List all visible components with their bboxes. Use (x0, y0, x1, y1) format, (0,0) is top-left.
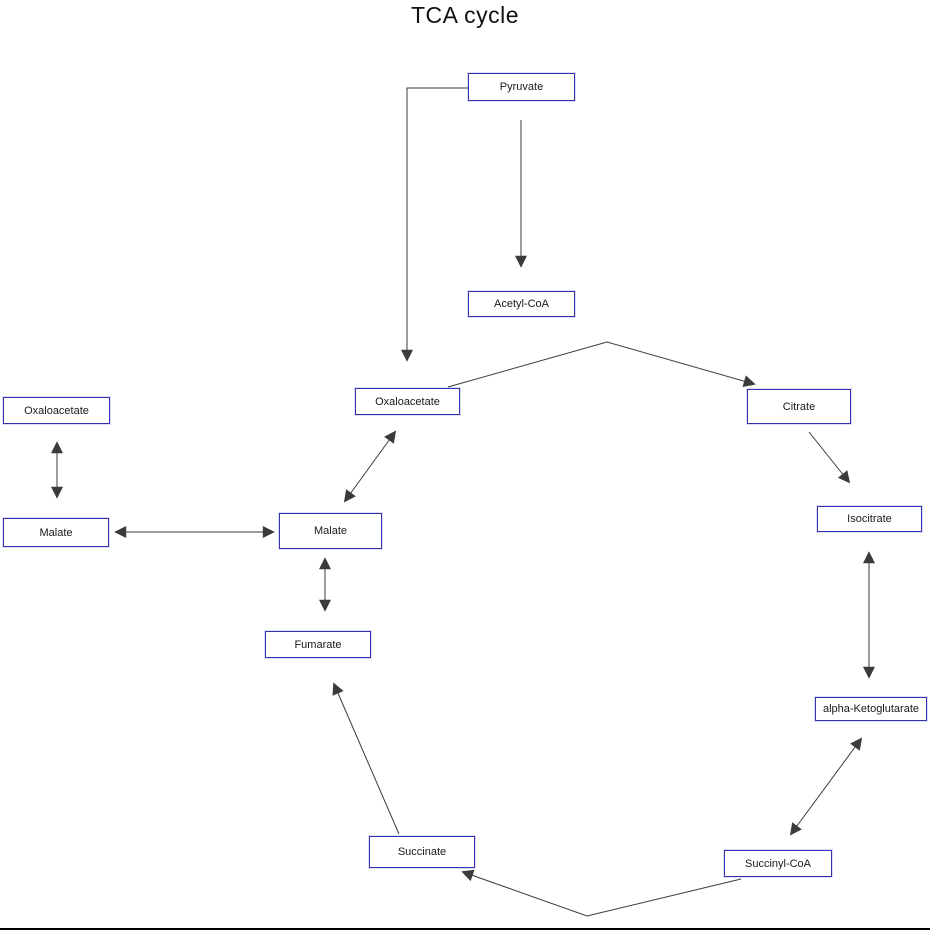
node-succinyl-coa: Succinyl-CoA (724, 850, 832, 877)
edge-succinate-fumarate (332, 682, 400, 835)
node-label: Acetyl-CoA (493, 298, 550, 310)
node-succinate: Succinate (369, 836, 475, 868)
node-label: Succinate (397, 846, 447, 858)
node-label: Malate (313, 525, 348, 537)
node-fumarate: Fumarate (265, 631, 371, 658)
node-label: Citrate (782, 400, 816, 413)
node-pyruvate: Pyruvate (468, 73, 575, 101)
node-label: Malate (39, 526, 73, 539)
node-label: Pyruvate (499, 81, 544, 93)
node-citrate: Citrate (747, 389, 851, 424)
node-isocitrate: Isocitrate (817, 506, 922, 532)
node-malate-left: Malate (3, 518, 109, 547)
edge-succinylcoa-succinate (461, 869, 742, 917)
node-label: Succinyl-CoA (744, 857, 812, 870)
edge-pyruvate-oxaloacetate (401, 87, 468, 362)
node-label: Oxaloacetate (24, 404, 89, 417)
node-oxaloacetate-left: Oxaloacetate (3, 397, 110, 424)
node-malate-center: Malate (279, 513, 382, 549)
edge-malate-oxaloacetate (343, 430, 397, 503)
node-label: Oxaloacetate (375, 395, 440, 408)
node-oxaloacetate: Oxaloacetate (355, 388, 460, 415)
node-label: alpha-Ketoglutarate (822, 703, 919, 715)
page-title: TCA cycle (410, 2, 520, 28)
node-label: Fumarate (294, 638, 342, 651)
node-alpha-ketoglutarate: alpha-Ketoglutarate (815, 697, 927, 721)
node-label: Isocitrate (847, 513, 892, 525)
edge-oxaloacetate-citrate (447, 341, 756, 388)
edge-alphaketoglutarate-succinylcoa (789, 737, 863, 836)
node-acetyl-coa: Acetyl-CoA (468, 291, 575, 317)
edge-citrate-isocitrate (808, 431, 851, 484)
